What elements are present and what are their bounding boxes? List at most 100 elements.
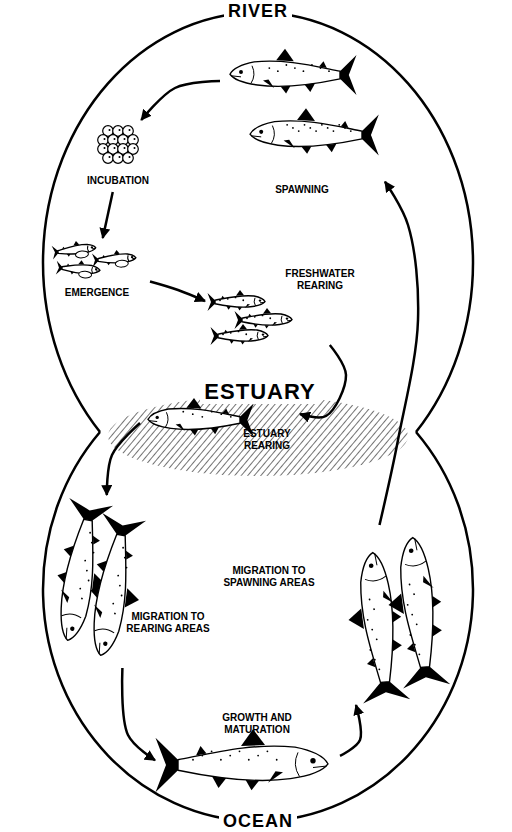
fish-tail — [340, 55, 357, 95]
fish-spot — [227, 298, 229, 300]
stage-group: EMERGENCE — [45, 238, 150, 305]
life-cycle-arrow — [122, 668, 155, 760]
life-cycle-arrow — [340, 705, 361, 756]
stage-group: INCUBATION — [70, 120, 165, 192]
salmon-figure — [51, 239, 96, 261]
fish-spot — [121, 594, 123, 596]
fish-spot — [414, 644, 416, 646]
egg-eye — [109, 129, 111, 131]
fish-spot — [122, 547, 124, 549]
fish-spot — [182, 411, 184, 413]
life-cycle-arrow — [141, 81, 220, 120]
pectoral-fin — [92, 605, 103, 619]
fish-body — [178, 746, 328, 780]
stage-group: MIGRATION TO REARING AREAS — [60, 495, 216, 668]
stage-label: SPAWNING — [264, 184, 340, 196]
fish-spot — [192, 759, 194, 761]
fish-spot — [245, 333, 247, 335]
gill-line — [62, 612, 82, 619]
fish-body — [230, 61, 340, 86]
fish-spot — [328, 70, 330, 72]
fish-tail — [361, 680, 410, 704]
fish-eye — [95, 268, 98, 271]
stage-group: GROWTH AND MATURATION — [155, 708, 340, 795]
stage-group: ESTUARY REARING — [140, 408, 300, 458]
dorsal-fin — [187, 398, 202, 408]
fish-spot — [89, 532, 91, 534]
pelvic-fin — [246, 780, 260, 791]
art-group — [43, 12, 473, 432]
fish-mouth — [375, 554, 377, 566]
stage-label: ESTUARY REARING — [236, 428, 298, 451]
fish-eye — [409, 548, 414, 553]
stage-label: GROWTH AND MATURATION — [215, 712, 299, 735]
fish-tail — [235, 311, 243, 329]
fish-spot — [416, 623, 418, 625]
salmon-figure — [383, 535, 450, 689]
fish-spot — [112, 603, 114, 605]
pectoral-fin — [272, 322, 277, 326]
stage-label: FRESHWATER REARING — [281, 268, 359, 291]
egg-eye — [114, 138, 116, 140]
gill-line — [257, 332, 258, 340]
fish-mouth — [98, 643, 101, 654]
fish-spot — [242, 299, 244, 301]
dorsal-fin — [124, 588, 141, 610]
salmon-figure — [250, 108, 379, 155]
art-group — [51, 239, 136, 279]
life-cycle-arrow — [150, 282, 205, 301]
fish-spot — [268, 67, 270, 69]
fish-spot — [311, 64, 313, 66]
dorsal-fin — [297, 108, 315, 121]
life-cycle-arrow — [300, 345, 346, 417]
fish-mouth — [263, 336, 268, 337]
art-group — [156, 729, 329, 792]
life-cycle-arrow — [380, 182, 419, 525]
fish-body — [397, 536, 438, 668]
egg-eye — [119, 156, 121, 158]
dorsal-fin — [236, 290, 244, 296]
fish-spot — [292, 127, 294, 129]
fish-spot — [315, 130, 317, 132]
egg-eye — [124, 138, 126, 140]
fish-eye — [70, 626, 75, 631]
fish-spot — [125, 567, 127, 569]
fish-spot — [124, 557, 126, 559]
fish-spot — [298, 130, 300, 132]
egg-eye — [114, 147, 116, 149]
fish-spot — [238, 331, 240, 333]
fish-body — [250, 121, 362, 147]
egg-eye — [134, 138, 136, 140]
fish-spot — [91, 542, 93, 544]
fish-spot — [371, 629, 373, 631]
estuary-hatching — [108, 396, 408, 476]
pectoral-fin — [423, 575, 434, 589]
fish-eye — [156, 416, 159, 419]
fish-body — [218, 330, 268, 341]
fish-eye — [286, 317, 288, 319]
estuary-band: ESTUARY REARINGESTUARY — [105, 378, 415, 490]
life-cycle-arrow — [103, 192, 113, 238]
ocean-region: MIGRATION TO REARING AREAS GROWTH AND MAT… — [40, 430, 476, 832]
fish-eye — [239, 70, 243, 74]
egg-eye — [104, 147, 106, 149]
stage-label: MIGRATION TO REARING AREAS — [122, 611, 214, 634]
salmon-figure — [78, 513, 153, 660]
fish-mouth — [260, 302, 265, 303]
stage-group: MIGRATION TO SPAWNING AREAS — [215, 525, 450, 705]
art-group — [230, 49, 379, 156]
yolk-sac — [115, 260, 128, 268]
fish-spot — [81, 597, 83, 599]
river-outline — [43, 12, 473, 432]
egg-eye — [109, 156, 111, 158]
fish-spot — [285, 64, 287, 66]
salmon-figure — [211, 324, 269, 345]
fish-body — [242, 314, 292, 325]
fish-spot — [79, 588, 81, 590]
fish-spot — [409, 584, 411, 586]
fish-eye — [131, 256, 134, 259]
salmon-figure — [235, 308, 293, 329]
salmon-figure — [156, 729, 329, 792]
